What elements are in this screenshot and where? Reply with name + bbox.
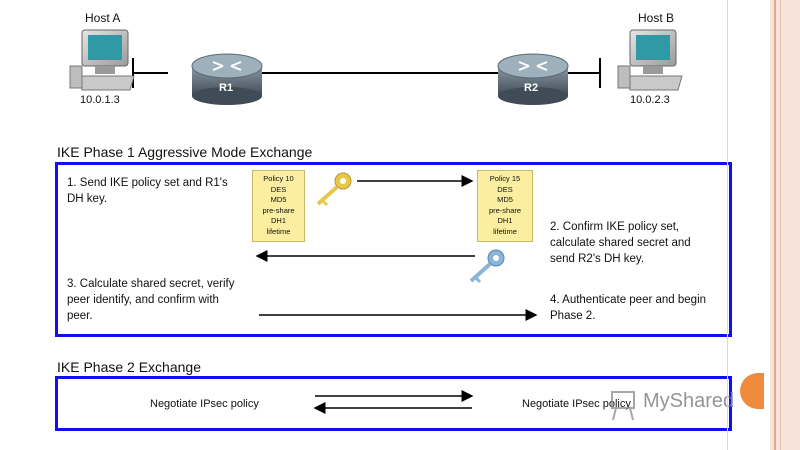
network-topology bbox=[69, 29, 683, 105]
host-a-label: Host A bbox=[85, 11, 121, 25]
policy-r2-line: DES bbox=[497, 184, 513, 194]
policy-card-r1: Policy 10 DES MD5 pre-share DH1 lifetime bbox=[252, 170, 305, 242]
phase2-left-label: Negotiate IPsec policy bbox=[150, 398, 259, 410]
policy-card-r2: Policy 15 DES MD5 pre-share DH1 lifetime bbox=[477, 170, 533, 242]
phase1-step-3: 3. Calculate shared secret, verify peer … bbox=[67, 278, 235, 322]
policy-r1-line: MD5 bbox=[270, 195, 287, 204]
router-r2-label: R2 bbox=[524, 82, 539, 94]
policy-r1-line: lifetime bbox=[266, 226, 291, 236]
router-r2-icon bbox=[497, 53, 569, 105]
policy-r1-line: DH1 bbox=[270, 216, 286, 225]
phase1-title: IKE Phase 1 Aggressive Mode Exchange bbox=[57, 144, 313, 160]
host-b-computer-icon bbox=[617, 29, 683, 91]
host-b-label: Host B bbox=[638, 11, 675, 25]
host-b-ip: 10.0.2.3 bbox=[630, 94, 670, 106]
phase1-step-4: 4. Authenticate peer and begin Phase 2. bbox=[550, 294, 707, 322]
policy-r2-line: lifetime bbox=[493, 226, 517, 236]
right-border-decoration bbox=[770, 0, 800, 450]
slide: Host A 10.0.1.3 Host B 10.0.2.3 R1 R2 IK… bbox=[55, 11, 764, 431]
phase2-title: IKE Phase 2 Exchange bbox=[57, 359, 201, 375]
policy-r2-line: MD5 bbox=[497, 195, 513, 204]
phase2-frame bbox=[55, 376, 732, 431]
host-a-ip: 10.0.1.3 bbox=[80, 94, 120, 106]
policy-r1-line: Policy 10 bbox=[263, 174, 294, 183]
phase2-right-label: Negotiate IPsec policy bbox=[522, 398, 631, 410]
phase1-step-1: 1. Send IKE policy set and R1's DH key. bbox=[67, 177, 228, 205]
policy-r1-line: DES bbox=[270, 184, 287, 194]
router-r1-icon bbox=[191, 53, 263, 105]
policy-r1-line: pre-share bbox=[262, 205, 295, 215]
host-a-computer-icon bbox=[69, 29, 135, 91]
policy-r2-line: Policy 15 bbox=[489, 174, 521, 183]
phase1-frame bbox=[55, 162, 732, 337]
policy-r2-line: DH1 bbox=[497, 216, 513, 225]
watermark-circle bbox=[740, 373, 764, 409]
phase1-step-2: 2. Confirm IKE policy set, calculate sha… bbox=[550, 221, 691, 265]
watermark-text: MyShared bbox=[643, 390, 735, 412]
router-r1-label: R1 bbox=[219, 82, 234, 94]
slide-edge-line bbox=[727, 0, 728, 450]
policy-r2-line: pre-share bbox=[488, 205, 522, 215]
